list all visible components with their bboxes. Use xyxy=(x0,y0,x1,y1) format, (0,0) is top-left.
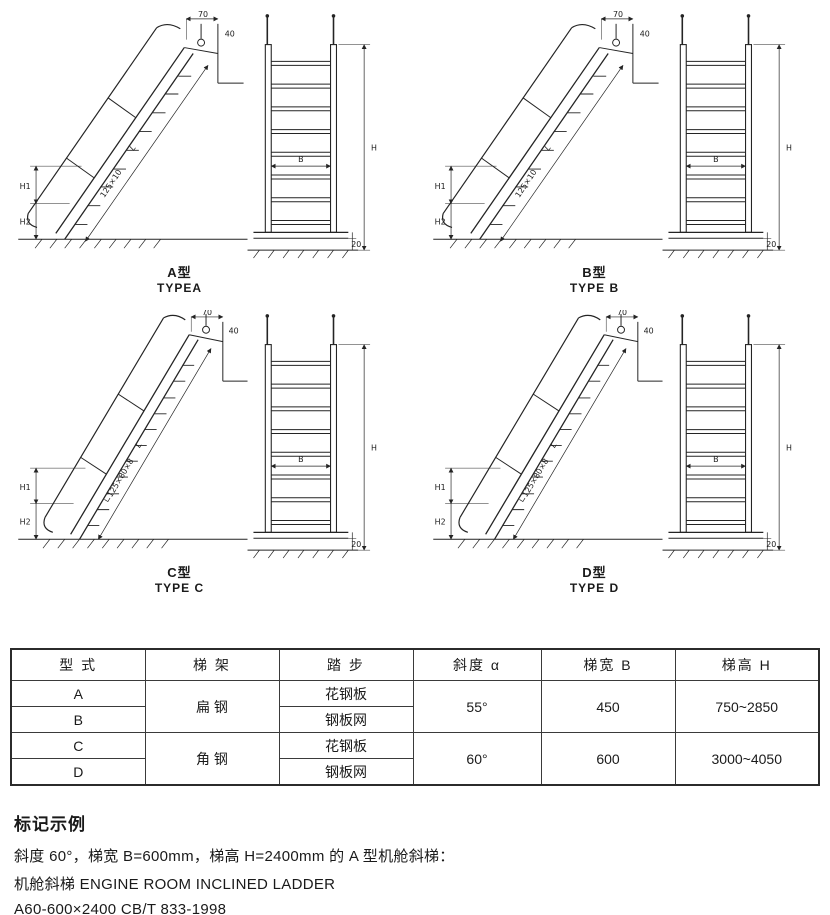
front-view xyxy=(662,14,785,258)
type-b-label-en: TYPE B xyxy=(569,281,620,296)
type-d-caption: D型 TYPE D xyxy=(387,565,802,596)
dim-length: L xyxy=(127,144,137,153)
dim-h1: H1 xyxy=(434,182,445,191)
drawing-type-c: 70 40 H1 H2 L ∟125×80×8 H B 20 C型 TYPE C xyxy=(0,310,415,610)
drawing-type-b: 70 40 H1 H2 L 125×10 H B 20 B型 TYPE B xyxy=(415,10,830,310)
dim-height: H xyxy=(371,143,377,152)
header-width: 梯宽 B xyxy=(540,648,676,681)
cell-width-ab: 450 xyxy=(540,680,676,733)
cell-height-cd: 3000~4050 xyxy=(674,732,820,786)
side-view-55deg xyxy=(18,19,247,248)
type-a-technical-drawing: 70 40 H1 H2 L 125×10 H B 20 xyxy=(9,10,377,262)
cell-type-c: C xyxy=(10,732,146,759)
dim-width: B xyxy=(713,155,718,164)
header-type: 型 式 xyxy=(10,648,146,681)
cell-height-ab: 750~2850 xyxy=(674,680,820,733)
side-view-60deg xyxy=(433,314,662,548)
cell-type-a: A xyxy=(10,680,146,707)
header-step: 踏 步 xyxy=(278,648,414,681)
dim-width: B xyxy=(713,455,718,464)
type-c-label-cn: C型 xyxy=(167,565,192,580)
spec-table: 型 式 梯 架 踏 步 斜度 α 梯宽 B 梯高 H A 扁 钢 花钢板 55°… xyxy=(10,648,820,786)
cell-frame-ab: 扁 钢 xyxy=(144,680,280,733)
type-c-technical-drawing: 70 40 H1 H2 L ∟125×80×8 H B 20 xyxy=(9,310,377,562)
drawing-grid: 70 40 H1 H2 L 125×10 H B 20 A型 TYPEA xyxy=(0,10,830,610)
dim-width: B xyxy=(298,455,303,464)
dim-height: H xyxy=(786,143,792,152)
type-d-label-en: TYPE D xyxy=(569,581,620,596)
header-frame: 梯 架 xyxy=(144,648,280,681)
stringer-spec: ∟125×80×8 xyxy=(102,457,135,504)
dim-top-offset: 70 xyxy=(198,10,208,19)
cell-step-a: 花钢板 xyxy=(278,680,414,707)
cell-frame-cd: 角 钢 xyxy=(144,732,280,786)
stringer-spec: ∟125×80×8 xyxy=(517,457,550,504)
type-b-caption: B型 TYPE B xyxy=(387,265,802,296)
type-b-technical-drawing: 70 40 H1 H2 L 125×10 H B 20 xyxy=(424,10,792,262)
cell-step-d: 钢板网 xyxy=(278,758,414,786)
cell-angle-cd: 60° xyxy=(412,732,542,786)
dim-bracket: 40 xyxy=(224,30,234,39)
spec-table-header-row: 型 式 梯 架 踏 步 斜度 α 梯宽 B 梯高 H xyxy=(10,648,820,681)
table-row-d: D 钢板网 xyxy=(10,758,819,786)
cell-angle-ab: 55° xyxy=(412,680,542,733)
table-row-a: A 扁 钢 花钢板 55° 450 750~2850 xyxy=(10,680,820,733)
dim-base: 20 xyxy=(766,240,776,249)
dim-base: 20 xyxy=(351,240,361,249)
front-view xyxy=(247,14,370,258)
side-view-55deg xyxy=(433,19,662,248)
marking-example-line-2: 机舱斜梯 ENGINE ROOM INCLINED LADDER xyxy=(14,876,336,893)
drawing-type-a: 70 40 H1 H2 L 125×10 H B 20 A型 TYPEA xyxy=(0,10,415,310)
dim-h2: H2 xyxy=(434,517,445,526)
dim-height: H xyxy=(371,443,377,452)
dim-width: B xyxy=(298,155,303,164)
dim-bracket: 40 xyxy=(643,327,653,336)
dim-bracket: 40 xyxy=(228,327,238,336)
type-a-label-en: TYPEA xyxy=(156,281,202,296)
drawing-type-d: 70 40 H1 H2 L ∟125×80×8 H B 20 D型 TYPE D xyxy=(415,310,830,610)
dim-length: L xyxy=(548,441,558,449)
dim-top-offset: 70 xyxy=(613,10,623,19)
type-d-label-cn: D型 xyxy=(582,565,607,580)
header-angle: 斜度 α xyxy=(412,648,542,681)
cell-step-b: 钢板网 xyxy=(278,706,414,733)
dim-length: L xyxy=(133,441,143,449)
dim-top-offset: 70 xyxy=(201,310,211,317)
dim-h1: H1 xyxy=(434,483,445,492)
type-a-caption: A型 TYPEA xyxy=(0,265,387,296)
marking-example-title: 标记示例 xyxy=(14,815,86,834)
dim-h2: H2 xyxy=(434,217,445,226)
dim-h2: H2 xyxy=(19,217,30,226)
header-height: 梯高 H xyxy=(674,648,820,681)
type-d-technical-drawing: 70 40 H1 H2 L ∟125×80×8 H B 20 xyxy=(424,310,792,562)
dim-bracket: 40 xyxy=(639,30,649,39)
cell-type-d: D xyxy=(10,758,146,786)
type-c-label-en: TYPE C xyxy=(154,581,205,596)
dim-base: 20 xyxy=(766,540,776,549)
front-view xyxy=(247,314,370,558)
table-row-b: B 钢板网 xyxy=(10,706,819,733)
type-a-label-cn: A型 xyxy=(167,265,192,280)
side-view-60deg xyxy=(18,314,247,548)
dim-h1: H1 xyxy=(19,182,30,191)
type-b-label-cn: B型 xyxy=(582,265,607,280)
cell-step-c: 花钢板 xyxy=(278,732,414,759)
marking-example-line-1: 斜度 60°，梯宽 B=600mm，梯高 H=2400mm 的 A 型机舱斜梯： xyxy=(14,848,455,865)
dim-h2: H2 xyxy=(19,517,30,526)
cell-width-cd: 600 xyxy=(540,732,676,786)
table-row-c: C 角 钢 花钢板 60° 600 3000~4050 xyxy=(10,732,820,786)
type-c-caption: C型 TYPE C xyxy=(0,565,387,596)
dim-base: 20 xyxy=(351,540,361,549)
marking-example-line-3: A60-600×2400 CB/T 833-1998 xyxy=(14,901,227,915)
dim-h1: H1 xyxy=(19,483,30,492)
dim-length: L xyxy=(542,144,552,153)
dim-top-offset: 70 xyxy=(616,310,626,317)
dim-height: H xyxy=(786,443,792,452)
marking-example-section: 标记示例 斜度 60°，梯宽 B=600mm，梯高 H=2400mm 的 A 型… xyxy=(14,810,830,915)
front-view xyxy=(662,314,785,558)
cell-type-b: B xyxy=(10,706,146,733)
